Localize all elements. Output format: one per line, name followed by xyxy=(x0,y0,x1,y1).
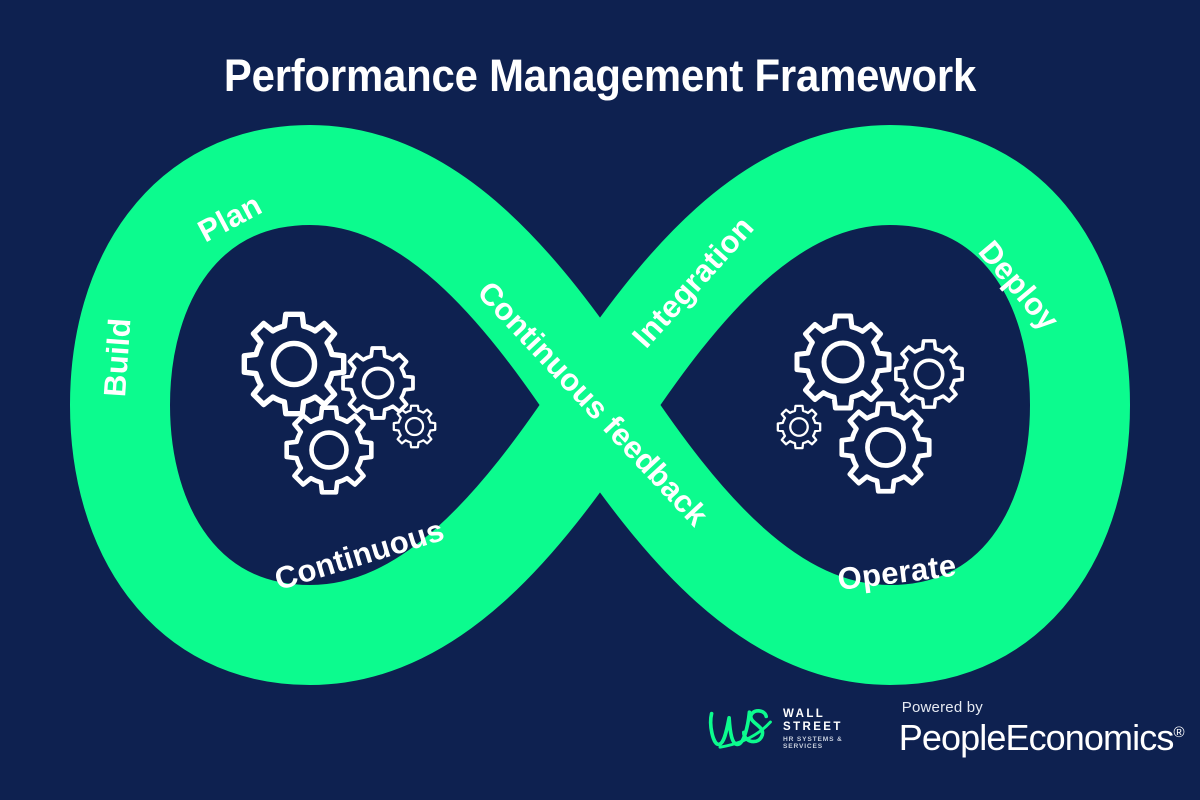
page-title: Performance Management Framework xyxy=(223,50,977,101)
people-economics-logo: Powered by PeopleEconomics® xyxy=(899,693,1185,765)
ws-monogram-icon xyxy=(708,709,772,749)
gear-icon xyxy=(797,316,889,408)
right-gear-cluster xyxy=(776,316,964,491)
loop-label-build: Build xyxy=(97,316,138,398)
gear-icon xyxy=(244,314,343,413)
powered-by-label: Powered by xyxy=(901,699,983,716)
wall-street-wordmark: WALL STREET HR SYSTEMS & SERVICES xyxy=(783,708,843,751)
gear-icon xyxy=(392,404,437,449)
brand-name: WALL STREET xyxy=(783,707,843,733)
gear-icon xyxy=(894,339,964,409)
brand-tagline: HR SYSTEMS & SERVICES xyxy=(783,735,843,750)
registered-trademark-icon: ® xyxy=(1173,724,1185,741)
gear-icon xyxy=(341,346,415,420)
gear-icon xyxy=(776,404,822,450)
footer-logos: WALL STREET HR SYSTEMS & SERVICES Powere… xyxy=(706,693,1185,765)
partner-name-text: PeopleEconomics xyxy=(898,717,1175,758)
left-gear-cluster xyxy=(244,314,437,493)
gear-icon xyxy=(287,408,372,493)
gear-icon xyxy=(842,404,929,491)
wall-street-logo: WALL STREET HR SYSTEMS & SERVICES xyxy=(706,693,843,765)
partner-name: PeopleEconomics® xyxy=(899,717,1185,759)
